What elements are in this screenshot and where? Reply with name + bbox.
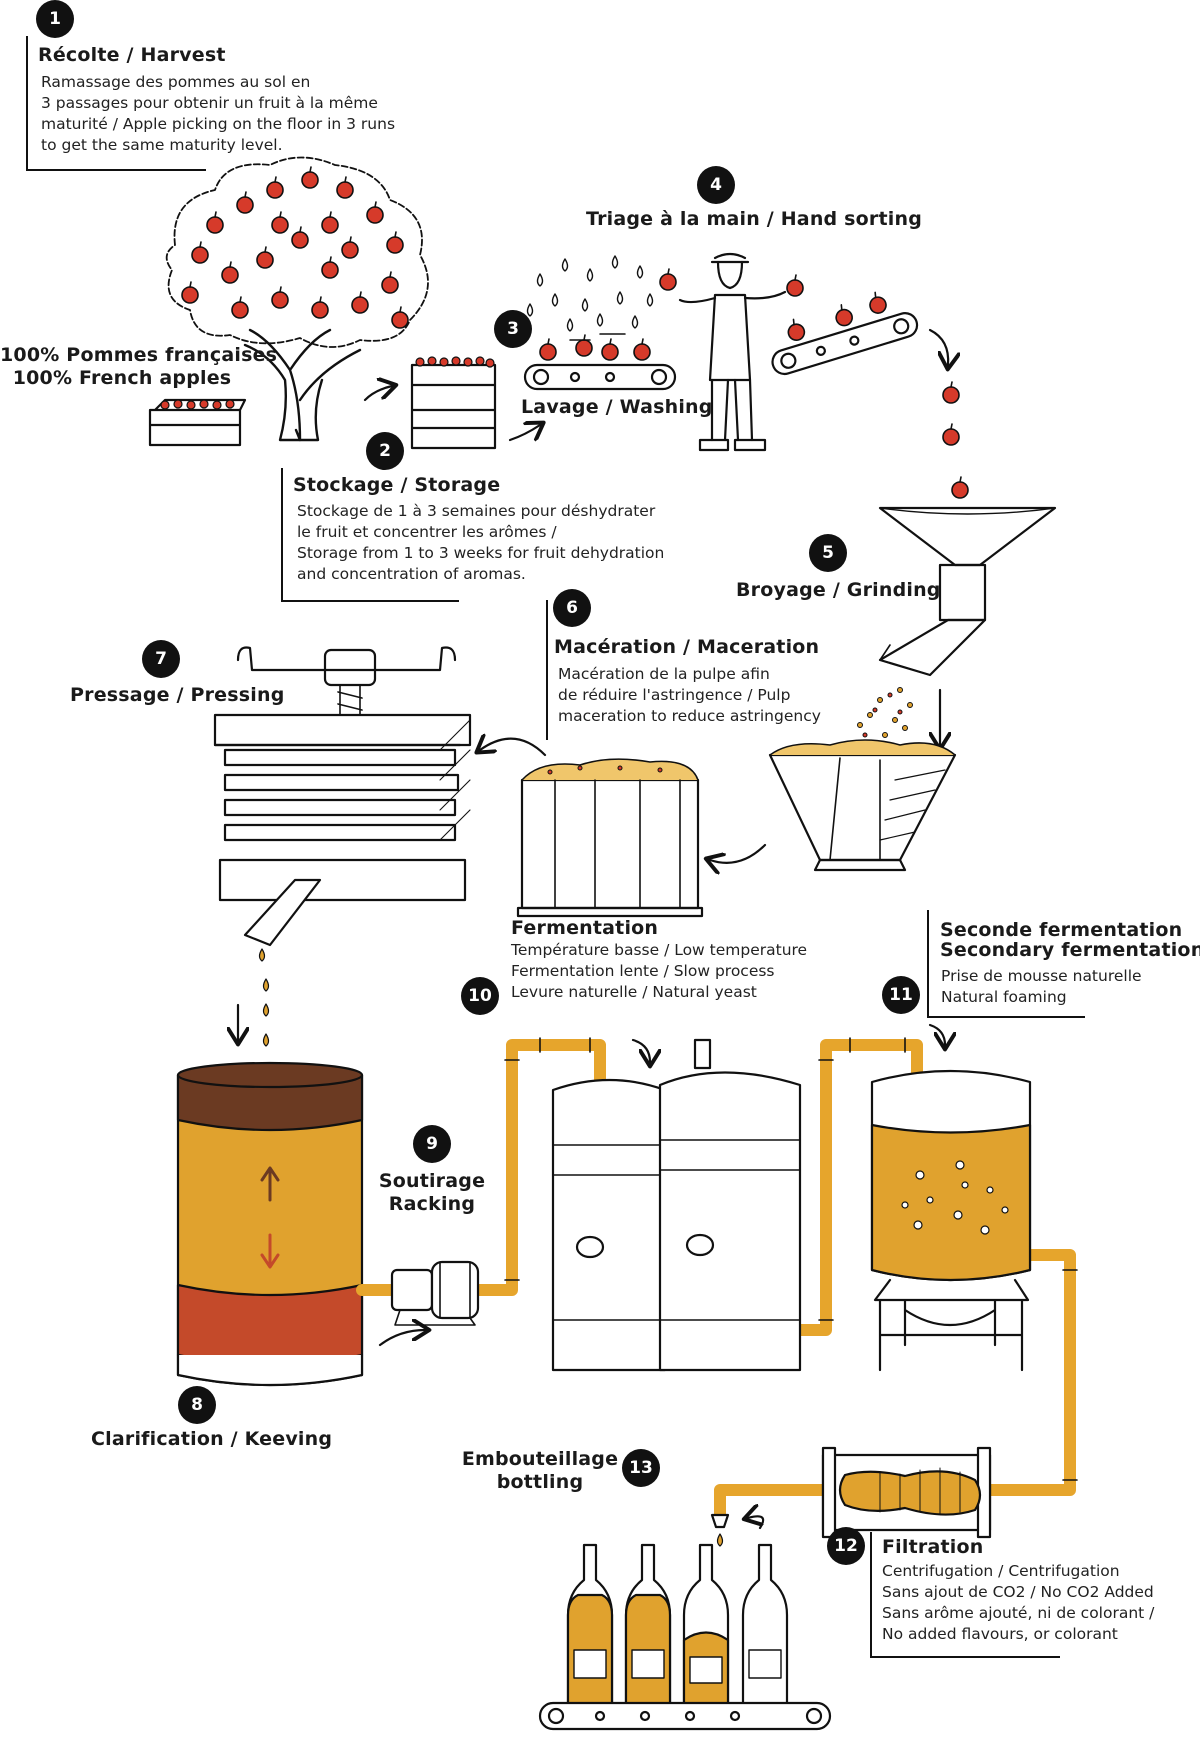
- storage-description: Stockage de 1 à 3 semaines pour déshydra…: [297, 502, 665, 583]
- filter-icon: [748, 1446, 992, 1539]
- maceration-title: Macération / Maceration: [554, 636, 820, 658]
- press-icon: [213, 646, 472, 1048]
- step-number-10: 10: [461, 977, 499, 1015]
- tank-icon: [870, 1023, 1032, 1372]
- sorting-title: Triage à la main / Hand sorting: [586, 208, 923, 230]
- crate-icon: [148, 356, 540, 450]
- grinding-title: Broyage / Grinding: [736, 579, 941, 601]
- step-number-7: 7: [142, 640, 180, 678]
- harvest-bracket: [26, 36, 206, 171]
- conveyor-icon: [771, 289, 919, 376]
- keeving-title: Clarification / Keeving: [91, 1428, 333, 1450]
- step-number-5: 5: [809, 534, 847, 572]
- harvest-title: Récolte / Harvest: [38, 44, 226, 66]
- pump-icon: [390, 1260, 480, 1326]
- filtration-title: Filtration: [882, 1536, 984, 1558]
- step-number-12: 12: [827, 1527, 865, 1565]
- step-number-11: 11: [882, 976, 920, 1014]
- storage-title: Stockage / Storage: [293, 474, 501, 496]
- step-number-6: 6: [553, 589, 591, 627]
- vat-icon: [516, 758, 704, 918]
- step-number-3: 3: [494, 310, 532, 348]
- pressing-title: Pressage / Pressing: [70, 684, 285, 706]
- tank-icon: [551, 1038, 802, 1372]
- step-number-4: 4: [697, 166, 735, 204]
- step-number-9: 9: [413, 1125, 451, 1163]
- step-number-8: 8: [178, 1386, 216, 1424]
- worker-icon: [658, 252, 805, 452]
- storage-bracket: [281, 468, 459, 602]
- grinder-icon: [768, 506, 1057, 872]
- secondary-bracket: [927, 910, 1085, 1018]
- maceration-bracket: [546, 600, 550, 740]
- filtration-bracket: [870, 1532, 1060, 1658]
- bottle-icon: [538, 1543, 832, 1731]
- fermentation-title: Fermentation: [511, 917, 659, 939]
- step-number-13: 13: [622, 1449, 660, 1487]
- step-number-1: 1: [36, 0, 74, 38]
- barrel-icon: [176, 1061, 364, 1387]
- apple-tree-icon: [165, 156, 429, 442]
- step-number-2: 2: [366, 432, 404, 470]
- washing-title: Lavage / Washing: [521, 396, 713, 418]
- conveyor-icon: [523, 254, 677, 391]
